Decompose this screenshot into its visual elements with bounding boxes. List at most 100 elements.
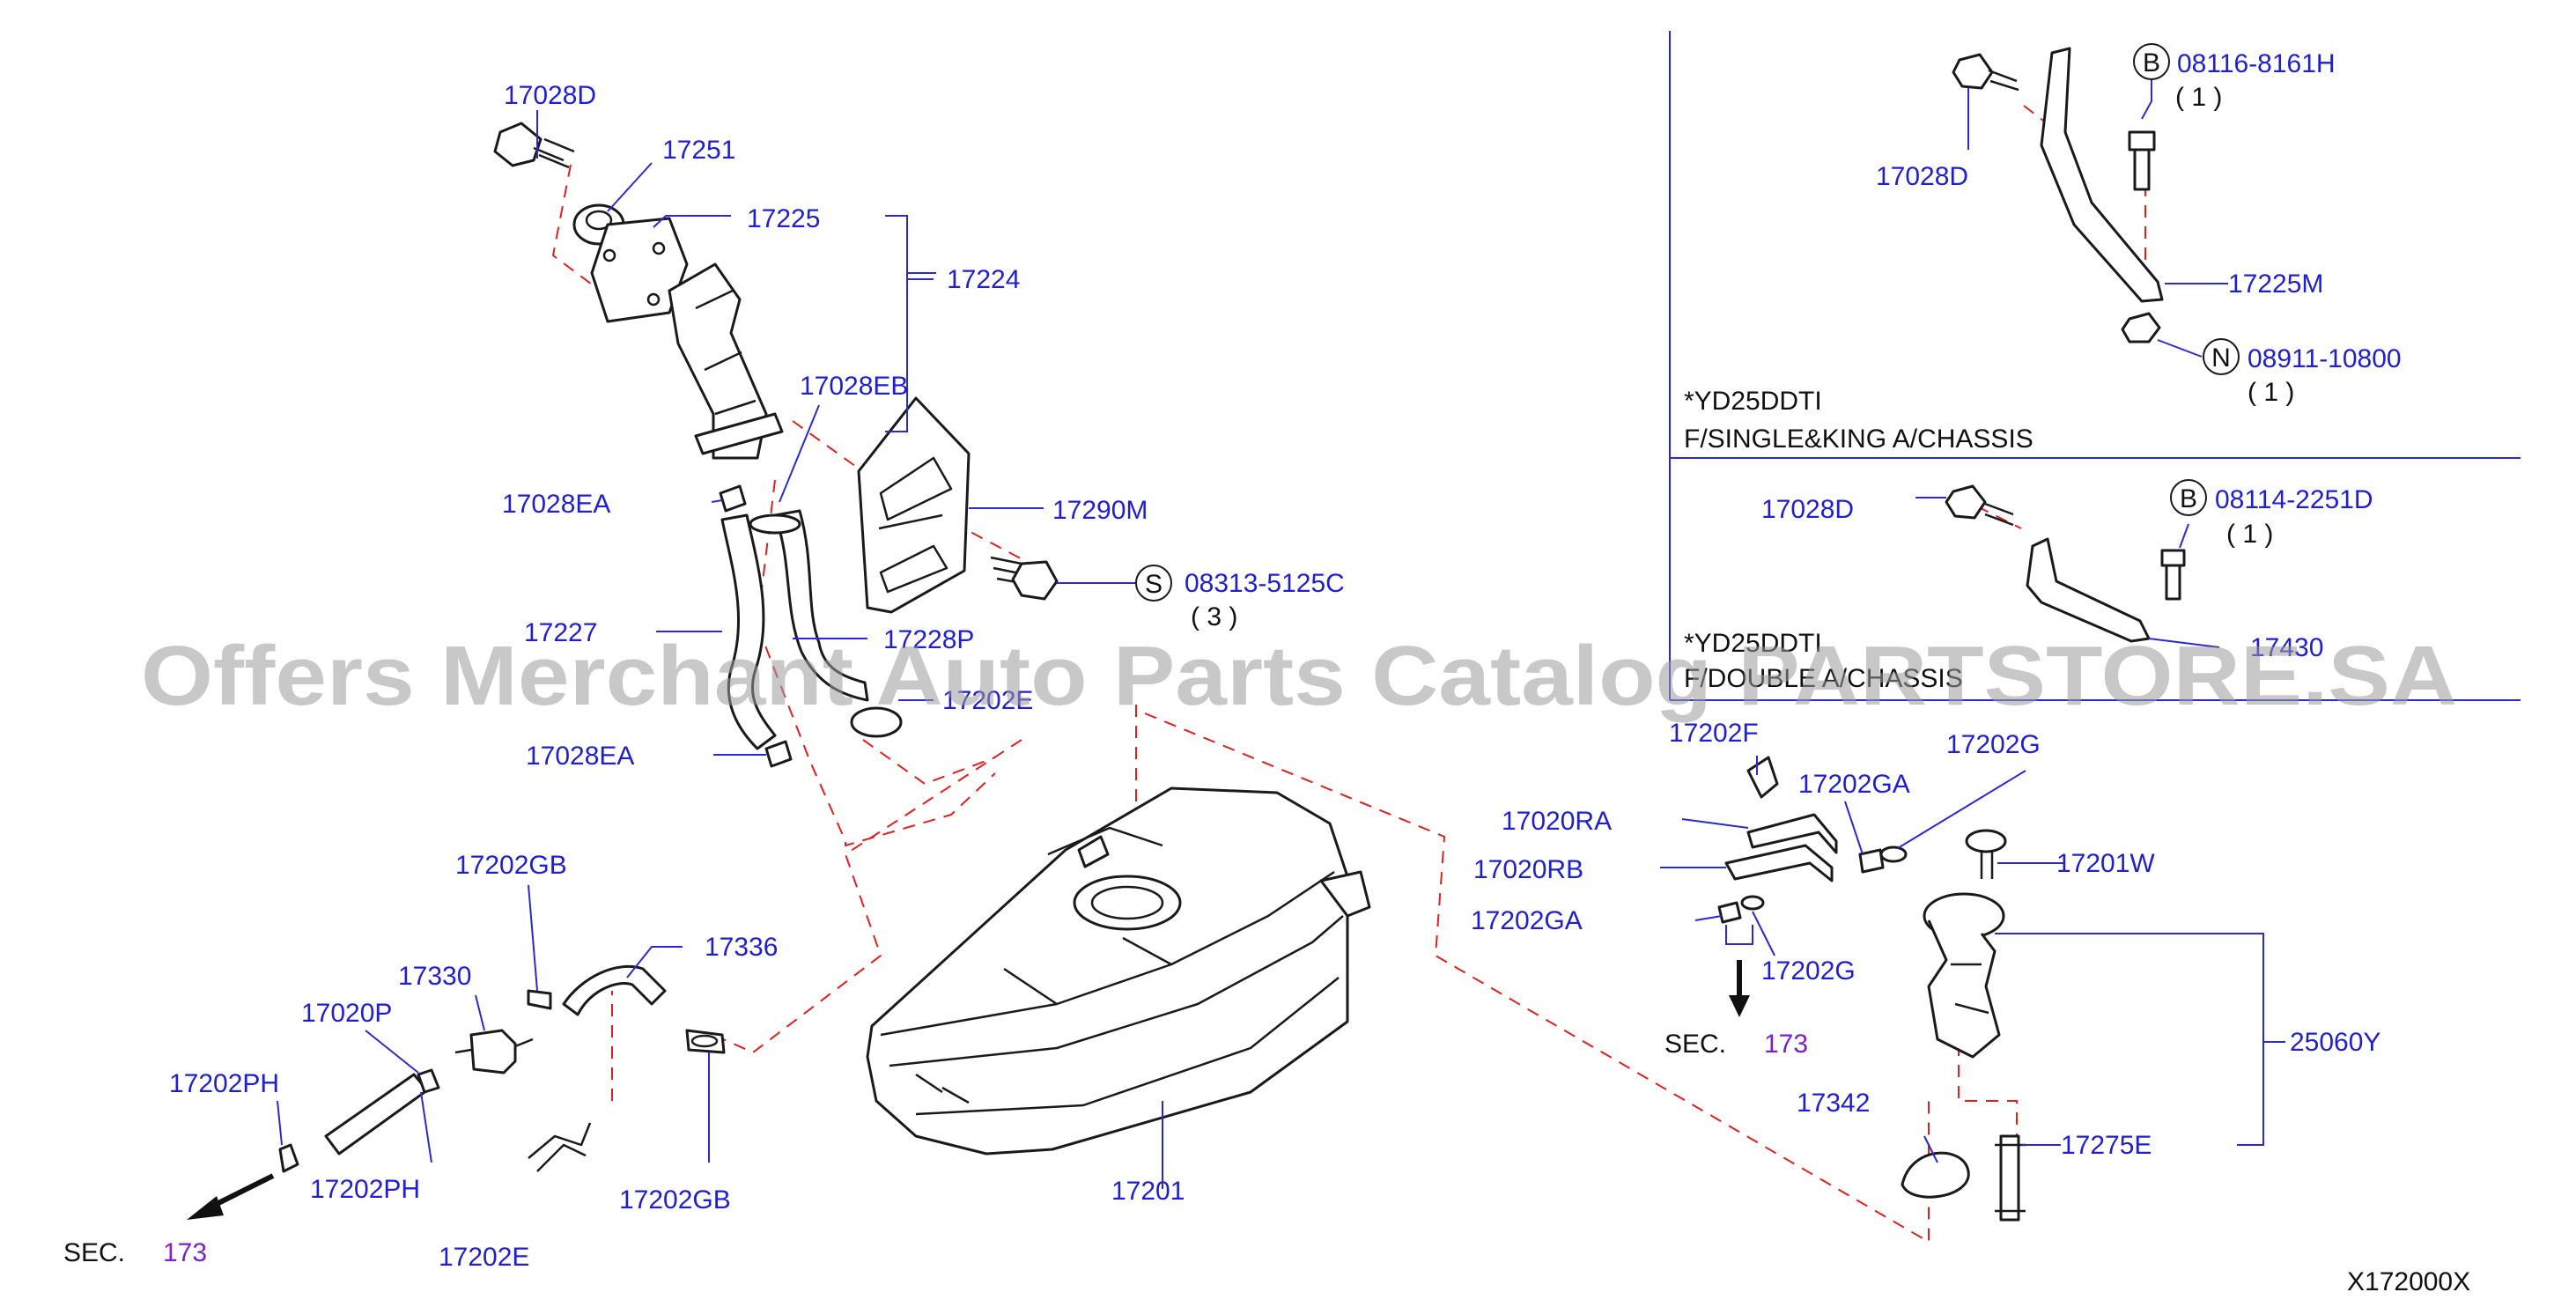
callout-17028EA-1[interactable]: 17028EA <box>502 490 610 519</box>
filter-17342-shape <box>1901 1151 1970 1199</box>
svg-text:173: 173 <box>163 1238 207 1267</box>
leader-lines <box>277 79 2285 1189</box>
clip-17202G-2-shape <box>1740 895 1765 911</box>
variant-panels-frame <box>1669 31 2521 701</box>
bracket-17225M-shape <box>2040 47 2164 303</box>
clip-17202GB-1-shape <box>527 989 552 1010</box>
bolt-17028D-r1-shape <box>1952 53 2019 92</box>
hose-17228P-shape <box>749 509 869 702</box>
qty-08313: ( 3 ) <box>1191 602 1237 631</box>
hose-17336-shape <box>562 964 667 1016</box>
svg-text:N: N <box>2211 343 2231 373</box>
svg-text:F/SINGLE&KING A/CHASSIS: F/SINGLE&KING A/CHASSIS <box>1684 425 2033 454</box>
callout-17290M[interactable]: 17290M <box>1052 496 1148 525</box>
callout-08313-5125C[interactable]: 08313-5125C <box>1185 569 1345 598</box>
callout-17227[interactable]: 17227 <box>524 618 597 647</box>
callout-17020RB[interactable]: 17020RB <box>1473 855 1583 884</box>
callout-17202GA-2[interactable]: 17202GA <box>1471 906 1583 935</box>
svg-text:SEC.: SEC. <box>1664 1030 1726 1059</box>
callout-17202F[interactable]: 17202F <box>1669 719 1759 748</box>
sec-ref-left[interactable]: SEC. 173 <box>63 1238 207 1267</box>
clip-17202GB-2-shape <box>685 1029 726 1054</box>
callout-17202PH-1[interactable]: 17202PH <box>169 1069 279 1098</box>
callout-17228P[interactable]: 17228P <box>883 625 974 654</box>
callout-17202PH-2[interactable]: 17202PH <box>310 1175 420 1204</box>
qty-08911: ( 1 ) <box>2248 378 2294 407</box>
clip-17202PH-2-shape <box>417 1068 440 1094</box>
variant-note-1: *YD25DDTI F/SINGLE&KING A/CHASSIS <box>1684 387 2033 454</box>
svg-text:*YD25DDTI: *YD25DDTI <box>1684 629 1822 658</box>
watermark-text: Offers Merchant Auto Parts Catalog PARTS… <box>141 629 2457 723</box>
callout-17028EB[interactable]: 17028EB <box>800 372 908 401</box>
clip-17202E-bottom-shape <box>528 1122 592 1172</box>
callout-08911-10800[interactable]: 08911-10800 <box>2248 344 2402 373</box>
callout-17430[interactable]: 17430 <box>2250 633 2323 662</box>
fuel-pump-25060Y-shape <box>1923 892 2005 1059</box>
svg-text:B: B <box>2180 484 2197 513</box>
callout-17201W[interactable]: 17201W <box>2056 849 2155 878</box>
clip-17202GA-1-shape <box>1858 848 1885 874</box>
callout-17202G-1[interactable]: 17202G <box>1946 730 2041 759</box>
bracket-17430-shape <box>2026 537 2151 643</box>
clamp-17028EA-1 <box>719 484 747 513</box>
callout-17020P[interactable]: 17020P <box>301 999 392 1028</box>
bolt-17028D-r2-shape <box>1945 484 2014 527</box>
callout-17202GB-1[interactable]: 17202GB <box>455 851 567 880</box>
callout-17028D-r1[interactable]: 17028D <box>1876 162 1968 191</box>
svg-text:S: S <box>1145 570 1163 599</box>
callout-17330[interactable]: 17330 <box>398 962 471 991</box>
callout-17202E-bottom[interactable]: 17202E <box>439 1243 529 1272</box>
clip-17202PH-1-shape <box>278 1143 299 1173</box>
svg-text:B: B <box>2143 48 2160 78</box>
marker-n1: N <box>2203 338 2240 375</box>
svg-text:173: 173 <box>1764 1030 1808 1059</box>
sec-left-arrow-icon <box>187 1173 275 1220</box>
filler-neck-17224-shape <box>590 217 784 460</box>
nut-08911-shape <box>2121 312 2161 343</box>
callout-17202G-2[interactable]: 17202G <box>1761 956 1856 986</box>
tube-17020RB-shape <box>1724 844 1834 882</box>
bolt-08114-shape <box>2160 549 2186 601</box>
filter-17330-shape <box>454 1029 534 1074</box>
callout-17225M[interactable]: 17225M <box>2228 270 2323 299</box>
callout-17202GB-2[interactable]: 17202GB <box>619 1185 731 1215</box>
hose-17227-shape <box>720 513 777 750</box>
callout-17251[interactable]: 17251 <box>662 136 735 165</box>
marker-b1: B <box>2133 43 2170 80</box>
qty-08114: ( 1 ) <box>2226 520 2273 549</box>
marker-s1: S <box>1135 565 1172 602</box>
clip-17202G-1-shape <box>1879 845 1908 863</box>
callout-17224[interactable]: 17224 <box>947 265 1020 294</box>
callout-17201[interactable]: 17201 <box>1111 1177 1185 1206</box>
callout-17225[interactable]: 17225 <box>747 204 820 233</box>
svg-text:*YD25DDTI: *YD25DDTI <box>1684 387 1822 416</box>
bolt-17028D-shape <box>493 122 575 169</box>
bolt-08116-shape <box>2128 130 2156 191</box>
qty-08116: ( 1 ) <box>2175 83 2222 112</box>
sec-ref-right[interactable]: SEC. 173 <box>1664 1030 1808 1059</box>
bolt-17201W-shape <box>1965 829 2007 879</box>
clip-17202F-shape <box>1746 756 1779 799</box>
callout-17336[interactable]: 17336 <box>705 933 778 962</box>
callout-17020RA[interactable]: 17020RA <box>1502 807 1612 836</box>
callout-17028D-r2[interactable]: 17028D <box>1761 495 1854 524</box>
callout-17028EA-2[interactable]: 17028EA <box>526 742 634 771</box>
callout-17028D-top[interactable]: 17028D <box>504 81 596 110</box>
clamp-17028EA-2 <box>764 740 793 768</box>
callout-17202E-top[interactable]: 17202E <box>942 686 1033 715</box>
callout-labels: 17028D 17251 17225 17224 17028EB 17028EA… <box>169 49 2402 1272</box>
bolt-08313-shape <box>990 556 1059 601</box>
callout-25060Y[interactable]: 25060Y <box>2290 1028 2380 1057</box>
callout-08116-8161H[interactable]: 08116-8161H <box>2177 49 2336 78</box>
callout-17342[interactable]: 17342 <box>1797 1089 1870 1118</box>
callout-08114-2251D[interactable]: 08114-2251D <box>2215 485 2373 514</box>
clip-17202GA-2-shape <box>1717 901 1742 924</box>
callout-17202GA-1[interactable]: 17202GA <box>1798 770 1910 799</box>
callout-17275E[interactable]: 17275E <box>2061 1131 2152 1160</box>
variant-note-2: *YD25DDTI F/DOUBLE A/CHASSIS <box>1684 629 1963 693</box>
svg-text:SEC.: SEC. <box>63 1238 125 1267</box>
tube-17020RA-shape <box>1746 813 1838 854</box>
tube-17275E-shape <box>1995 1134 2026 1222</box>
fuel-tank-17201-shape <box>866 786 1371 1156</box>
sec-right-arrow-icon <box>1729 960 1750 1017</box>
